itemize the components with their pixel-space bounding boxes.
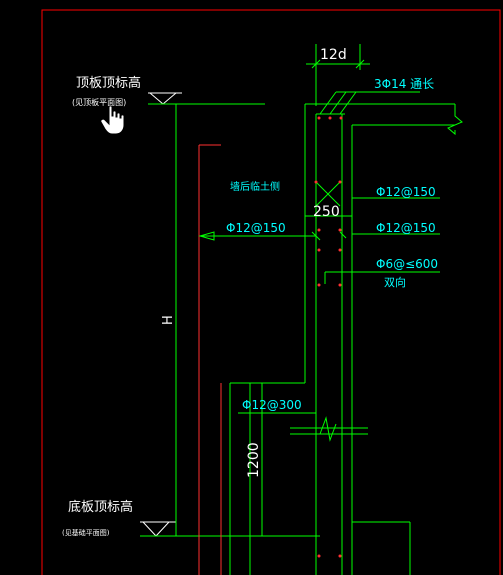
top-elevation-symbol — [148, 92, 265, 105]
top-slab-elevation-label: 顶板顶标高 — [76, 75, 141, 91]
wall-body — [229, 103, 463, 575]
dim-250-label: 250 — [313, 204, 340, 220]
rebar-300-leader — [238, 412, 368, 442]
pour-note-label: 墙后临土侧 — [230, 180, 280, 193]
dim-250 — [305, 181, 352, 217]
rebar-left-label: Φ12@150 — [226, 221, 286, 235]
bottom-dots — [317, 554, 342, 558]
rebar-leader-left — [200, 231, 321, 241]
drawing-frame — [41, 9, 501, 575]
dim-12d-label: 12d — [320, 47, 347, 63]
rebar-300-label: Φ12@300 — [242, 398, 302, 412]
mid-dots — [317, 228, 342, 287]
top-bars-label: 3Φ14 通长 — [374, 77, 434, 91]
arrow-left-icon — [198, 231, 215, 241]
rebar-right-2-label: Φ12@150 — [376, 221, 436, 235]
tie-bar-note: 双向 — [384, 275, 406, 289]
dim-H-label: H — [161, 315, 176, 325]
rebar-leaders-right — [324, 197, 440, 284]
height-dimension — [170, 103, 182, 537]
hand-pointer-icon — [100, 105, 125, 135]
wall-outline-left — [198, 144, 222, 575]
dim-1200-label: 1200 — [246, 442, 262, 478]
dim-12d — [306, 44, 370, 106]
top-bars-leader — [319, 91, 420, 115]
top-slab-note: (见顶板平面图) — [72, 97, 126, 107]
bottom-slab-elevation-label: 底板顶标高 — [68, 499, 133, 515]
rebar-right-1-label: Φ12@150 — [376, 185, 436, 199]
dim-250-dots — [314, 180, 342, 184]
tie-bar-label: Φ6@≤600 — [376, 257, 438, 271]
top-bar-dots — [317, 116, 343, 120]
bottom-slab-note: (见基础平面图) — [62, 528, 110, 537]
dim-1200 — [240, 382, 305, 537]
